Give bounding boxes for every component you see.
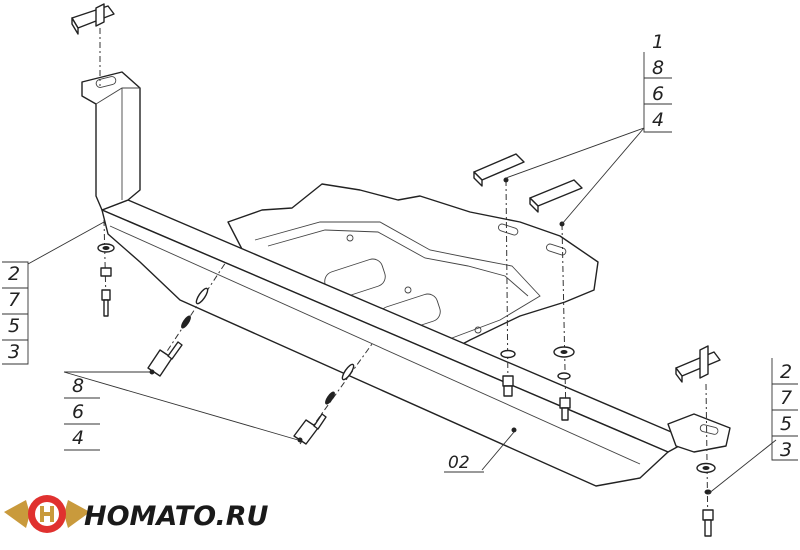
cross-beam-side-face [101, 209, 669, 487]
callout-bottom-right-3: 5 [780, 413, 792, 435]
callout-middle-left: 8 6 4 [64, 371, 100, 451]
callout-top-right-4: 4 [652, 109, 664, 131]
callout-bottom-right-1: 2 [780, 361, 792, 383]
fastener-stack-left [97, 243, 115, 317]
callout-top-right-3: 6 [652, 83, 664, 105]
callout-left-4: 3 [8, 341, 20, 363]
callout-top-right-1: 1 [652, 31, 664, 53]
left-bracket-slot [95, 76, 117, 88]
fastener-angled-upper [147, 287, 209, 377]
skid-plate-mount-slot-2 [546, 243, 567, 256]
callout-left-3: 5 [8, 315, 20, 337]
callout-bottom-right-4: 3 [780, 439, 792, 461]
callout-top-right: 1 8 6 4 [643, 31, 672, 133]
callout-top-right-2: 8 [652, 57, 664, 79]
callout-middle-left-1: 8 [72, 375, 84, 397]
callout-middle-left-3: 4 [72, 427, 84, 449]
nut-plate-bottom-right [675, 345, 721, 383]
skid-plate-rib [254, 221, 541, 349]
nut-plate-right-2 [529, 179, 583, 213]
logo-wing-right-icon [64, 500, 90, 528]
nut-plate-top-left [71, 3, 115, 35]
callout-middle-left-2: 6 [72, 401, 84, 423]
logo-h-letter-icon [40, 506, 54, 522]
part-label-group: 02 [444, 453, 484, 473]
right-flange-plate [667, 413, 731, 453]
cross-beam-ref-point [511, 427, 517, 433]
fastener-angled-lower [293, 363, 355, 445]
skid-plate-hole-3 [474, 326, 482, 334]
callout-bottom-right: 2 7 5 3 [771, 358, 798, 461]
fastener-stack-right [553, 221, 575, 421]
brand-logo: HOMATO.RU [4, 495, 269, 533]
skid-plate-rib-inner [267, 229, 529, 297]
left-bracket-plate [81, 71, 141, 211]
fastener-stack-bottom-right [696, 462, 716, 537]
bolt-head-left [101, 289, 111, 301]
right-flange-slot [699, 424, 719, 435]
fastener-stack-center [500, 177, 516, 397]
part-label: 02 [448, 453, 470, 473]
skid-plate-hole-2 [404, 286, 412, 294]
skid-plate-mount-slot-1 [498, 223, 519, 236]
nut-left [100, 267, 112, 277]
callout-left-1: 2 [8, 263, 20, 285]
callout-left: 2 7 5 3 [2, 261, 29, 365]
callout-bottom-right-2: 7 [780, 387, 792, 409]
bolt-shank-left [103, 299, 109, 317]
logo-wing-left-icon [4, 500, 30, 528]
left-bracket [81, 71, 141, 211]
right-flange [667, 413, 731, 453]
nut-plate-right-1 [473, 153, 525, 187]
logo-text: HOMATO.RU [84, 501, 269, 532]
callout-left-2: 7 [8, 289, 20, 311]
skid-plate-hole-1 [346, 234, 354, 242]
cross-beam-edge [109, 225, 641, 465]
